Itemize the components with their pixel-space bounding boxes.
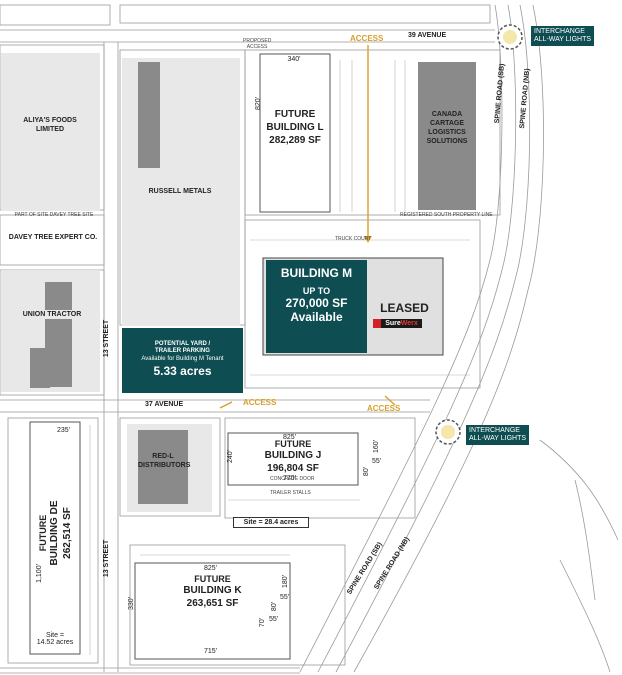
tenant-redl-line2: DISTRIBUTORS	[138, 462, 191, 469]
building-k-dim-r5: 55'	[269, 616, 279, 623]
building-l-label: FUTURE BUILDING L 282,289 SF	[260, 108, 330, 147]
building-de-site-line2: 14.52 acres	[36, 639, 74, 646]
tenant-aliyas-line1: ALIYA'S FOODS	[23, 117, 77, 124]
note-part-of-site: PART OF SITE DAVEY TREE SITE	[14, 212, 94, 218]
building-j-dim-r2: 55'	[372, 458, 382, 465]
site-j-label: Site = 28.4 acres	[233, 517, 309, 528]
access-north: ACCESS	[350, 34, 384, 43]
tenant-canada-line1: CANADA	[431, 111, 463, 118]
tenant-russell: RUSSELL METALS	[148, 188, 212, 195]
building-l-dim-top: 340'	[287, 56, 301, 63]
building-j-dim-left: 240'	[227, 449, 235, 464]
interchange-south: INTERCHANGE ALL-WAY LIGHTS	[466, 425, 530, 445]
building-m-area: 270,000 SF	[285, 296, 348, 310]
road-39-avenue: 39 AVENUE	[408, 32, 447, 39]
interchange-north: INTERCHANGE ALL-WAY LIGHTS	[531, 26, 595, 46]
note-proposed-access: PROPOSED ACCESS	[243, 38, 272, 50]
building-k-line3: 263,651 SF	[186, 598, 239, 609]
yard-label: POTENTIAL YARD / TRAILER PARKING Availab…	[122, 341, 243, 379]
yard-line3: Available for Building M Tenant	[141, 356, 224, 362]
road-13-street-north: 13 STREET	[103, 319, 111, 358]
yard-line1: POTENTIAL YARD /	[154, 341, 211, 347]
surewerx-logo-werx: Werx	[400, 320, 418, 327]
building-j-dim-top: 825'	[283, 434, 297, 441]
tenant-redl-line1: RED-L	[152, 453, 174, 460]
building-de-line2: BUILDING DE	[49, 500, 60, 566]
building-k-dim-left: 330'	[128, 596, 136, 611]
building-k-dim-r2: 55'	[280, 594, 290, 601]
building-k-dim-bottom: 715'	[204, 648, 218, 655]
interchange-north-line2: ALL-WAY LIGHTS	[534, 36, 592, 43]
tenant-davey: DAVEY TREE EXPERT CO.	[8, 234, 98, 241]
note-south-property-line: REGISTERED SOUTH PROPERTY LINE	[400, 212, 493, 218]
building-de-dim-side: 1,100'	[35, 564, 43, 583]
building-k-label: FUTURE BUILDING K 263,651 SF	[135, 574, 290, 610]
surewerx-logo-sure: Sure	[385, 320, 401, 327]
building-l-line2: BUILDING L	[266, 122, 324, 133]
building-m-title: BUILDING M	[280, 266, 353, 280]
building-j-label: FUTURE BUILDING J 196,804 SF	[228, 439, 358, 475]
building-k-dim-top: 825'	[204, 565, 218, 572]
interchange-north-line1: INTERCHANGE	[534, 28, 585, 35]
building-j-dim-r1: 160'	[373, 439, 381, 454]
building-k-dim-r1: 180'	[282, 574, 290, 589]
building-de-site: Site = 14.52 acres	[34, 632, 76, 646]
road-13-street-south: 13 STREET	[103, 539, 111, 578]
building-j-line3: 196,804 SF	[267, 463, 319, 474]
building-k-line2: BUILDING K	[183, 585, 242, 596]
building-l-line3: 282,289 SF	[269, 135, 321, 146]
building-j-dim-bottom: 770'	[283, 475, 297, 482]
surewerx-logo: SureWerx	[381, 319, 422, 328]
interchange-south-line2: ALL-WAY LIGHTS	[469, 435, 527, 442]
access-mid-right: ACCESS	[367, 404, 401, 413]
building-de-dim-top: 235'	[57, 427, 71, 434]
tenant-canada-line3: LOGISTICS	[428, 129, 466, 136]
access-mid-left: ACCESS	[243, 398, 277, 407]
building-m-label: BUILDING M UP TO 270,000 SF Available	[266, 266, 367, 324]
tenant-union: UNION TRACTOR	[4, 310, 100, 319]
building-m-available: Available	[290, 310, 343, 324]
tenant-redl: RED-L DISTRIBUTORS	[138, 452, 191, 470]
note-trailer-stalls: TRAILER STALLS	[270, 490, 311, 496]
building-m-up-to: UP TO	[302, 286, 331, 296]
building-l-line1: FUTURE	[274, 109, 316, 120]
tenant-canada: CANADA CARTAGE LOGISTICS SOLUTIONS	[418, 110, 476, 146]
road-37-avenue: 37 AVENUE	[145, 401, 184, 408]
building-j-line2: BUILDING J	[264, 450, 322, 461]
building-j-line1: FUTURE	[274, 439, 312, 449]
building-de-label: FUTURE BUILDING DE 262,514 SF	[38, 478, 74, 588]
tenant-aliyas-line2: LIMITED	[36, 126, 64, 133]
tenant-canada-line2: CARTAGE	[429, 120, 465, 127]
building-m-leased: LEASED	[380, 301, 429, 315]
note-truck-court: TRUCK COURT	[335, 236, 372, 242]
tenant-canada-line4: SOLUTIONS	[426, 138, 468, 145]
yard-acres: 5.33 acres	[153, 364, 212, 378]
building-de-line3: 262,514 SF	[62, 507, 73, 559]
building-k-dim-r4: 70'	[259, 617, 267, 628]
building-de-site-line1: Site =	[45, 632, 65, 639]
interchange-south-line1: INTERCHANGE	[469, 427, 520, 434]
note-concrete-door: CONCRETE DOOR	[270, 476, 315, 482]
yard-line2: TRAILER PARKING	[155, 348, 210, 354]
tenant-aliyas: ALIYA'S FOODS LIMITED	[5, 116, 95, 134]
building-j-dim-r3: 80'	[363, 466, 371, 477]
building-k-line1: FUTURE	[194, 574, 231, 584]
building-k-dim-r3: 80'	[271, 601, 279, 612]
